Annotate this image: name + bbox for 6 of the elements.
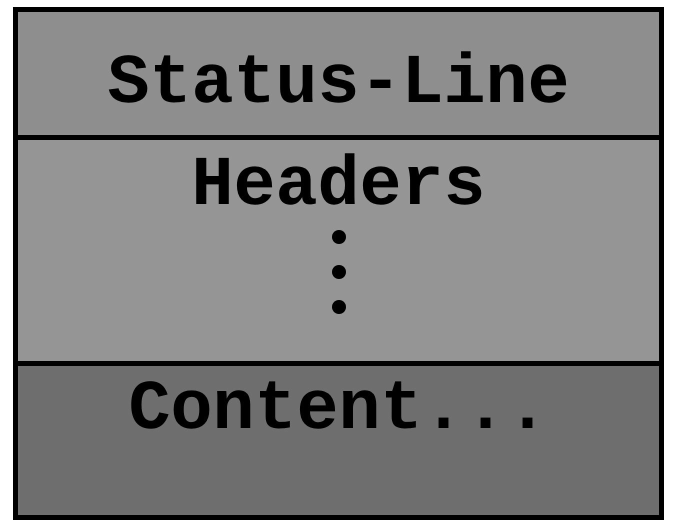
section-band xyxy=(18,12,659,140)
section-band xyxy=(18,140,659,366)
section-heading: Headers xyxy=(191,152,486,222)
section-heading: Status-Line xyxy=(107,50,570,120)
section-heading: Content... xyxy=(128,376,549,446)
section-band xyxy=(18,366,659,515)
